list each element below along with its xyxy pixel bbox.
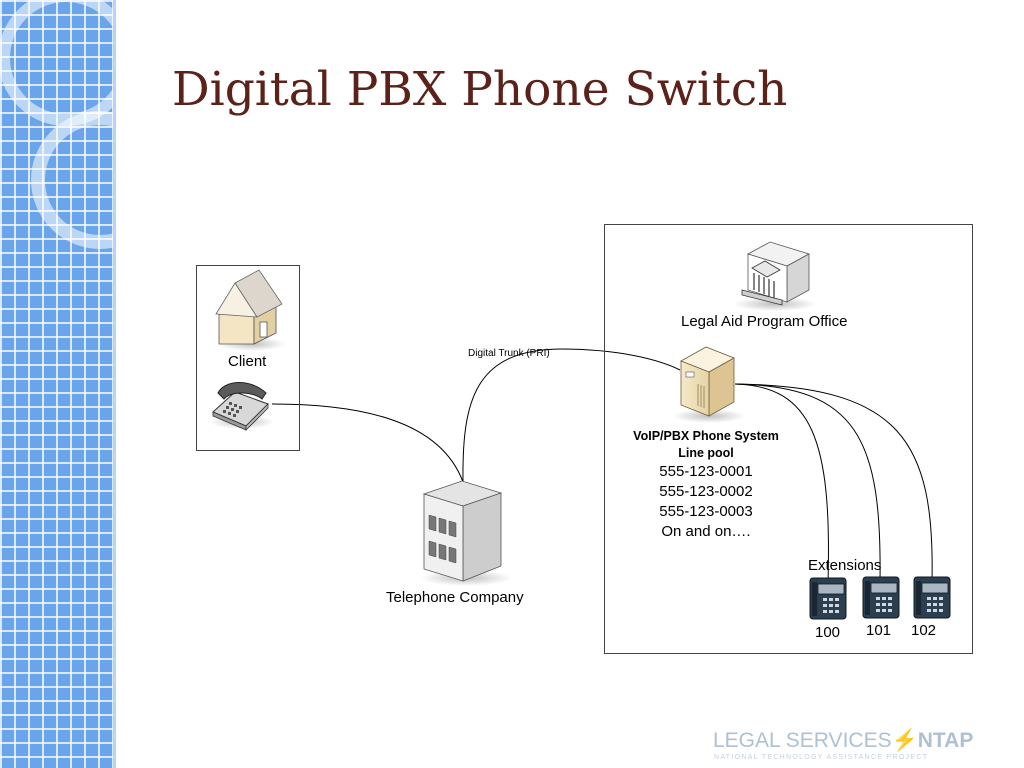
client-box bbox=[196, 265, 300, 451]
office-label: Legal Aid Program Office bbox=[681, 313, 848, 330]
brand-name: LEGAL SERVICES bbox=[713, 729, 892, 752]
deco-ring-middle bbox=[31, 111, 113, 249]
extension-phone-icon bbox=[862, 576, 900, 619]
extensions-label: Extensions bbox=[808, 557, 882, 574]
extension-100-line bbox=[734, 383, 829, 583]
extension-101-line bbox=[734, 383, 881, 583]
line-pool-number: 555-123-0002 bbox=[659, 483, 753, 500]
digital-trunk-label: Digital Trunk (PRI) bbox=[468, 348, 550, 359]
client-to-telco-line bbox=[271, 403, 464, 483]
line-pool-more: On and on…. bbox=[661, 523, 751, 540]
office-building-icon bbox=[733, 241, 817, 311]
pbx-system-label: VoIP/PBX Phone System bbox=[633, 429, 779, 443]
extension-number: 101 bbox=[866, 622, 892, 639]
extension-number: 102 bbox=[911, 622, 937, 639]
brand-acronym: NTAP bbox=[917, 729, 974, 752]
line-pool-label: Line pool bbox=[678, 446, 734, 460]
brand-logo: LEGAL SERVICES⚡NTAP bbox=[713, 729, 973, 753]
line-pool-number: 555-123-0003 bbox=[659, 503, 753, 520]
extension-102-line bbox=[734, 383, 933, 583]
line-pool-number: 555-123-0001 bbox=[659, 463, 753, 480]
telephone-company-building-icon bbox=[420, 480, 512, 586]
extension-number: 100 bbox=[815, 624, 841, 641]
telephone-icon bbox=[210, 382, 274, 431]
decorative-sidebar bbox=[0, 0, 113, 768]
pbx-info: VoIP/PBX Phone System Line pool 555-123-… bbox=[620, 428, 792, 542]
extension-phone-icon bbox=[913, 576, 951, 619]
extension-phone-icon bbox=[809, 577, 847, 620]
telephone-company-label: Telephone Company bbox=[386, 589, 524, 606]
pbx-server-icon bbox=[673, 346, 745, 423]
office-box bbox=[604, 224, 973, 654]
client-label: Client bbox=[228, 353, 267, 370]
connection-lines bbox=[271, 348, 933, 583]
sidebar-edge bbox=[113, 0, 116, 768]
house-icon bbox=[215, 269, 286, 351]
slide-title: Digital PBX Phone Switch bbox=[172, 62, 788, 117]
digital-trunk-line bbox=[462, 348, 681, 483]
brand-tagline: NATIONAL TECHNOLOGY ASSISTANCE PROJECT bbox=[714, 754, 929, 761]
lightning-icon: ⚡ bbox=[891, 729, 918, 752]
